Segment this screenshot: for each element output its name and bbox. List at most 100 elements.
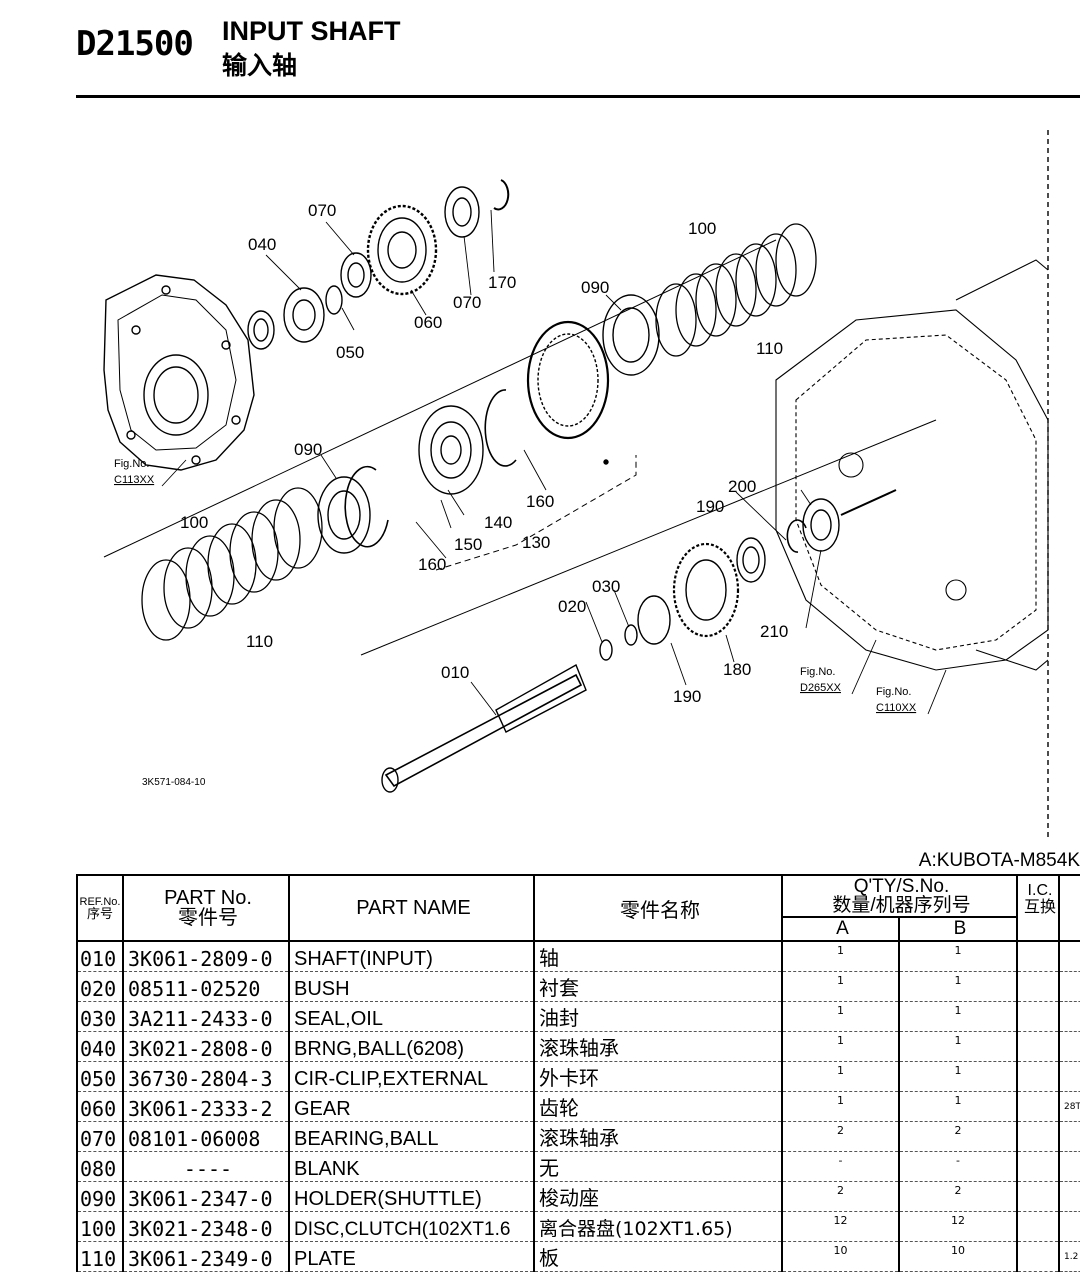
callout-label: 010 (441, 663, 469, 682)
callout-label: 150 (454, 535, 482, 554)
input-shaft-drawing (360, 419, 937, 793)
drawing-number: 3K571-084-10 (142, 777, 206, 788)
header-ic: I.C. 互换 (1016, 874, 1060, 942)
callout-label: 090 (581, 278, 609, 297)
part-name: GEAR (288, 1091, 535, 1122)
table-row: 020 08511-02520 BUSH 衬套 1 1 (76, 971, 1080, 1002)
callout-label: 060 (414, 313, 442, 332)
callout-label: 160 (418, 555, 446, 574)
part-name-cn: 衬套 (533, 971, 783, 1002)
clutch-disc-pack-lower (141, 487, 323, 641)
callout-label: 210 (760, 622, 788, 641)
ref-no: 090 (76, 1181, 124, 1212)
header-col-b: B (898, 916, 1018, 942)
exploded-view-diagram: 010 020 030 040 050 060 070 070 090 090 … (103, 130, 1049, 840)
upper-assembly-drawing (247, 179, 510, 350)
fig-ref-code: D265XX (800, 682, 842, 694)
callout-label: 040 (248, 235, 276, 254)
table-row: 010 3K061-2809-0 SHAFT(INPUT) 轴 1 1 (76, 941, 1080, 972)
ic-cell (1016, 971, 1060, 1002)
header-ref: REF.No. 序号 (76, 874, 124, 942)
part-name: DISC,CLUTCH(102XT1.6 (288, 1211, 535, 1242)
qty-b: 12 (898, 1211, 1018, 1242)
transmission-case-drawing (775, 259, 1049, 671)
qty-a: 2 (781, 1121, 900, 1152)
part-no: 3K061-2349-0 (122, 1241, 290, 1272)
figure-references: Fig.No. C113XX Fig.No. D265XX Fig.No. C1… (114, 458, 917, 714)
callout-label: 090 (294, 440, 322, 459)
qty-a: 2 (781, 1181, 900, 1212)
ref-no: 020 (76, 971, 124, 1002)
callout-label: 100 (180, 513, 208, 532)
ref-no: 010 (76, 941, 124, 972)
callout-label: 200 (728, 477, 756, 496)
table-row: 050 36730-2804-3 CIR-CLIP,EXTERNAL 外卡环 1… (76, 1061, 1080, 1092)
ic-cell (1016, 941, 1060, 972)
part-name: SHAFT(INPUT) (288, 941, 535, 972)
remark (1058, 1151, 1080, 1182)
qty-a: - (781, 1151, 900, 1182)
ref-no: 040 (76, 1031, 124, 1062)
callout-label: 070 (453, 293, 481, 312)
callout-label: 160 (526, 492, 554, 511)
ic-cell (1016, 1241, 1060, 1272)
remark (1058, 971, 1080, 1002)
qty-a: 10 (781, 1241, 900, 1272)
remark (1058, 1031, 1080, 1062)
part-no: 3K061-2333-2 (122, 1091, 290, 1122)
part-name: CIR-CLIP,EXTERNAL (288, 1061, 535, 1092)
qty-b: - (898, 1151, 1018, 1182)
callout-label: 190 (696, 497, 724, 516)
callout-label: 180 (723, 660, 751, 679)
model-label: A:KUBOTA-M854K (918, 850, 1080, 871)
remark: 1.2 (1058, 1241, 1080, 1272)
qty-a: 1 (781, 1061, 900, 1092)
part-name: BEARING,BALL (288, 1121, 535, 1152)
remark: 28T (1058, 1091, 1080, 1122)
callout-label: 020 (558, 597, 586, 616)
qty-b: 2 (898, 1181, 1018, 1212)
fig-ref-code: C110XX (876, 702, 917, 714)
qty-b: 1 (898, 1061, 1018, 1092)
section-code: D21500 (76, 24, 194, 64)
ic-cell (1016, 1031, 1060, 1062)
qty-a: 1 (781, 971, 900, 1002)
ic-cell (1016, 1121, 1060, 1152)
table-row: 100 3K021-2348-0 DISC,CLUTCH(102XT1.6 离合… (76, 1211, 1080, 1242)
part-no: 08101-06008 (122, 1121, 290, 1152)
remark (1058, 941, 1080, 972)
header-part-name: PART NAME (288, 874, 535, 942)
part-no: 3K021-2348-0 (122, 1211, 290, 1242)
callout-label: 030 (592, 577, 620, 596)
title-chinese: 输入轴 (222, 51, 298, 80)
qty-b: 10 (898, 1241, 1018, 1272)
header-part-no: PART No. 零件号 (122, 874, 290, 942)
callout-labels: 010 020 030 040 050 060 070 070 090 090 … (180, 201, 788, 706)
table-row: 060 3K061-2333-2 GEAR 齿轮 1 1 28T (76, 1091, 1080, 1122)
part-name: BUSH (288, 971, 535, 1002)
parts-table: REF.No. 序号 PART No. 零件号 PART NAME 零件名称 Q… (76, 874, 1080, 1272)
ic-cell (1016, 1181, 1060, 1212)
leader-lines (265, 209, 822, 716)
ref-no: 050 (76, 1061, 124, 1092)
ref-no: 110 (76, 1241, 124, 1272)
cover-housing-drawing (103, 274, 255, 471)
header-remarks (1058, 874, 1080, 942)
part-name-cn: 梭动座 (533, 1181, 783, 1212)
ic-cell (1016, 1211, 1060, 1242)
qty-b: 2 (898, 1121, 1018, 1152)
title-english: INPUT SHAFT (222, 16, 401, 46)
part-no: 08511-02520 (122, 971, 290, 1002)
callout-label: 140 (484, 513, 512, 532)
fig-ref-label: Fig.No. (800, 666, 835, 678)
ic-cell (1016, 1091, 1060, 1122)
ic-cell (1016, 1001, 1060, 1032)
callout-label: 190 (673, 687, 701, 706)
part-name-cn: 油封 (533, 1001, 783, 1032)
part-name: BLANK (288, 1151, 535, 1182)
qty-a: 1 (781, 1001, 900, 1032)
table-row: 040 3K021-2808-0 BRNG,BALL(6208) 滚珠轴承 1 … (76, 1031, 1080, 1062)
qty-b: 1 (898, 941, 1018, 972)
callout-label: 110 (756, 339, 783, 358)
remark (1058, 1061, 1080, 1092)
